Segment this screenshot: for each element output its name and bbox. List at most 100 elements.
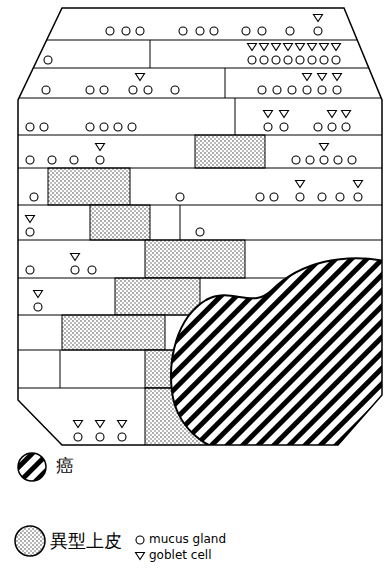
goblet-cells <box>314 15 323 22</box>
legend-text: mucus gland <box>149 533 226 546</box>
mucus-glands <box>292 156 300 164</box>
goblet-cells <box>320 44 329 51</box>
mucus-glands <box>334 156 342 164</box>
layer-lines <box>0 135 384 136</box>
mucus-glands <box>286 27 294 35</box>
dysplasia-area <box>115 278 200 315</box>
layer-lines <box>0 40 384 41</box>
goblet-cells <box>118 421 127 428</box>
goblet-cells <box>284 44 293 51</box>
mucus-glands <box>280 123 288 131</box>
mucus-glands <box>248 56 256 64</box>
legend-text: 異型上皮 <box>50 531 122 551</box>
mucus-glands <box>336 193 344 201</box>
mucus-glands <box>264 123 272 131</box>
mucus-glands <box>328 123 336 131</box>
goblet-cells <box>260 44 269 51</box>
mucus-glands <box>342 123 350 131</box>
goblet-cells <box>74 421 83 428</box>
legend-samples <box>136 536 144 544</box>
mucus-glands <box>320 156 328 164</box>
goblet-cells <box>272 44 281 51</box>
goblet-cells <box>342 111 351 118</box>
goblet-cells <box>354 181 363 188</box>
legend-samples <box>15 453 145 560</box>
mucus-glands <box>273 86 281 94</box>
goblet-cells <box>308 44 317 51</box>
mucus-glands <box>40 123 48 131</box>
mucus-glands <box>242 27 250 35</box>
goblet-cells <box>96 421 105 428</box>
goblet-cells <box>136 74 145 81</box>
layer-lines <box>150 40 151 68</box>
mucus-glands <box>128 123 136 131</box>
mucus-glands <box>34 303 42 311</box>
legend-text: 癌 <box>56 456 74 476</box>
mucus-glands <box>100 86 108 94</box>
mucus-glands <box>318 86 326 94</box>
goblet-cells <box>71 254 80 261</box>
mucus-glands <box>348 156 356 164</box>
mucosa-outline <box>18 8 382 445</box>
mucus-glands <box>303 86 311 94</box>
layer-lines <box>235 98 236 135</box>
goblet-cells <box>303 74 312 81</box>
dysplasia-area <box>90 205 150 240</box>
mucus-glands <box>288 86 296 94</box>
mucus-glands <box>176 193 184 201</box>
layer-lines <box>0 68 384 69</box>
mucus-glands <box>314 27 322 35</box>
mucus-glands <box>74 433 82 441</box>
mucus-glands <box>114 123 122 131</box>
goblet-cells <box>264 111 273 118</box>
layer-lines <box>180 205 181 240</box>
legend-text: goblet cell <box>149 549 211 562</box>
mucus-glands <box>144 86 152 94</box>
mucus-glands <box>106 27 114 35</box>
goblet-cells <box>333 74 342 81</box>
mucus-glands <box>258 86 266 94</box>
goblet-cells <box>248 44 257 51</box>
goblet-cells <box>296 181 305 188</box>
mucus-glands <box>308 56 316 64</box>
mucus-glands <box>260 56 268 64</box>
dysplasia-area <box>195 135 265 168</box>
mucosa-layers <box>0 0 384 460</box>
mucus-glands <box>296 56 304 64</box>
dysplasia-area <box>48 168 130 205</box>
mucus-glands <box>354 193 362 201</box>
dysplasia-area <box>62 315 165 350</box>
mucus-glands <box>44 56 52 64</box>
mucus-glands <box>284 56 292 64</box>
mucus-glands <box>129 86 137 94</box>
mucus-glands <box>320 56 328 64</box>
mucus-glands <box>179 27 187 35</box>
mucus-glands <box>71 266 79 274</box>
mucus-glands <box>26 123 34 131</box>
mucus-glands <box>88 266 96 274</box>
mucus-glands <box>30 193 38 201</box>
mucus-glands <box>26 228 34 236</box>
goblet-cells <box>318 74 327 81</box>
mucus-glands <box>210 27 218 35</box>
mucus-glands <box>26 266 34 274</box>
goblet-cells <box>296 44 305 51</box>
legend-samples <box>18 453 46 481</box>
mucus-glands <box>258 27 266 35</box>
dysplasia-area <box>145 240 245 278</box>
legend-samples <box>136 553 145 560</box>
goblet-cells <box>34 291 43 298</box>
mucus-glands <box>136 27 144 35</box>
mucus-glands <box>333 86 341 94</box>
legend-samples <box>15 526 45 556</box>
layer-lines <box>225 68 226 98</box>
layer-lines <box>0 168 384 169</box>
mucus-glands <box>42 86 50 94</box>
mucus-glands <box>272 56 280 64</box>
layer-lines <box>0 98 384 99</box>
mucus-glands <box>196 228 204 236</box>
mucus-glands <box>96 156 104 164</box>
goblet-cells <box>26 216 35 223</box>
mucus-glands <box>122 27 130 35</box>
